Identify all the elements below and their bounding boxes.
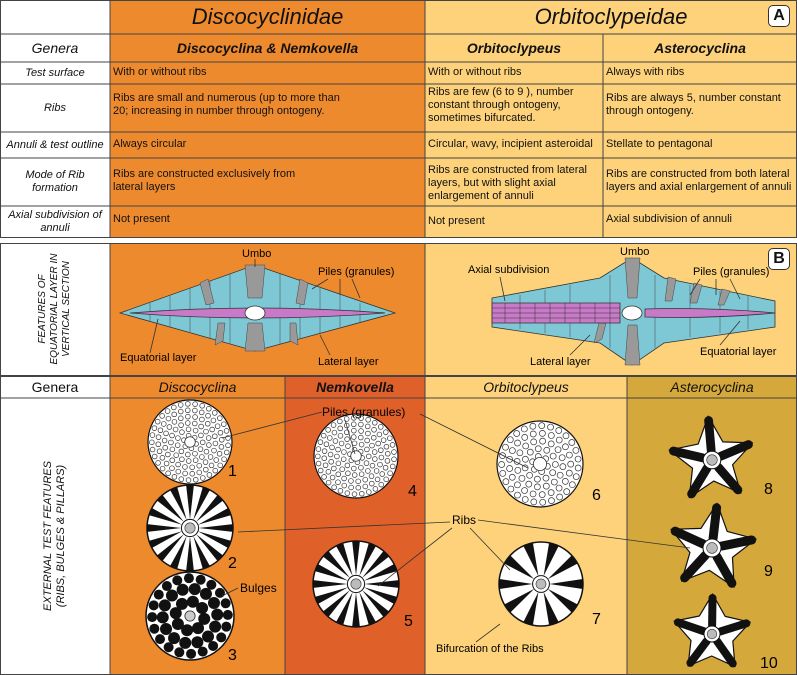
row-label-annuli: Annuli & test outline bbox=[6, 138, 104, 151]
panel-c-figures: Piles (granules) Ribs Bulges Bifurcation… bbox=[0, 376, 797, 675]
genera-label-a: Genera bbox=[31, 40, 79, 56]
fig-number-2: 2 bbox=[228, 555, 237, 572]
fig-1-discocyclina-piles bbox=[147, 399, 233, 485]
fig-number-4: 4 bbox=[408, 483, 417, 500]
cell-test-surface-disco: With or without ribs bbox=[113, 66, 207, 78]
cell-mode-orbito: Ribs are constructed from lateral layers… bbox=[428, 164, 587, 202]
label-col-bg bbox=[0, 0, 110, 238]
discocyclina-section bbox=[118, 264, 397, 352]
orbitoclypeidae-section bbox=[491, 257, 776, 366]
label-bulges-c: Bulges bbox=[240, 581, 277, 595]
row-label-axial: Axial subdivision of annuli bbox=[8, 209, 102, 234]
label-piles-c: Piles (granules) bbox=[322, 405, 405, 419]
fig-10-asterocyclina-star bbox=[673, 593, 751, 668]
cell-ribs-orbito: Ribs are few (6 to 9 ), number constant … bbox=[428, 86, 574, 124]
fig-number-1: 1 bbox=[228, 463, 237, 480]
badge-b: B bbox=[768, 248, 790, 270]
fig-number-6: 6 bbox=[592, 487, 601, 504]
label-lateral-right: Lateral layer bbox=[530, 356, 591, 368]
cell-axial-orbito: Not present bbox=[428, 215, 485, 227]
fig-9-asterocyclina-star bbox=[670, 502, 757, 588]
row-label-mode: Mode of Rib formation bbox=[25, 169, 85, 194]
panel-b-figures: Umbo Piles (granules) Equatorial layer L… bbox=[0, 243, 797, 376]
fig-number-7: 7 bbox=[592, 611, 601, 628]
family-orbitoclypeidae: Orbitoclypeidae bbox=[534, 4, 688, 29]
fig-7-orbitoclypeus-ribs bbox=[498, 541, 584, 627]
label-piles-right: Piles (granules) bbox=[693, 266, 769, 278]
cell-ribs-astero: Ribs are always 5, number constant throu… bbox=[606, 92, 781, 117]
fig-6-orbitoclypeus-piles bbox=[496, 420, 584, 508]
label-ribs-c: Ribs bbox=[452, 513, 476, 527]
label-equatorial-left: Equatorial layer bbox=[120, 352, 197, 364]
genus-disco-nemko: Discocyclina & Nemkovella bbox=[176, 40, 359, 56]
fig-number-3: 3 bbox=[228, 647, 237, 664]
cell-mode-astero: Ribs are constructed from both lateral l… bbox=[606, 168, 792, 193]
genus-asterocyclina-a: Asterocyclina bbox=[654, 40, 746, 56]
orbito-bg bbox=[425, 0, 797, 238]
cell-axial-astero: Axial subdivision of annuli bbox=[606, 213, 732, 225]
disco-bg bbox=[110, 0, 425, 238]
fig-number-8: 8 bbox=[764, 481, 773, 498]
cell-axial-disco: Not present bbox=[113, 213, 170, 225]
fig-number-5: 5 bbox=[404, 613, 413, 630]
genus-discocyclina: Discocyclina bbox=[158, 379, 237, 395]
family-discocyclinidae: Discocyclinidae bbox=[191, 4, 344, 29]
genus-nemkovella: Nemkovella bbox=[316, 379, 394, 395]
fig-number-9: 9 bbox=[764, 563, 773, 580]
genus-asterocyclina-c: Asterocyclina bbox=[670, 379, 754, 395]
label-lateral-left: Lateral layer bbox=[318, 356, 379, 368]
fig-5-nemkovella-ribs bbox=[312, 540, 400, 628]
cell-ribs-disco: Ribs are small and numerous (up to more … bbox=[113, 92, 340, 117]
panel-a: Discocyclinidae Orbitoclypeidae A Genera… bbox=[0, 0, 797, 238]
genus-orbitoclypeus-a: Orbitoclypeus bbox=[466, 40, 562, 56]
fig-number-10: 10 bbox=[760, 655, 778, 672]
fig-4-nemkovella-piles bbox=[313, 413, 399, 499]
label-piles-left: Piles (granules) bbox=[318, 266, 394, 278]
panel-b: B FEATURES OF EQUATORIAL LAYER IN VERTIC… bbox=[0, 243, 797, 376]
cell-annuli-astero: Stellate to pentagonal bbox=[606, 138, 713, 150]
cell-mode-disco: Ribs are constructed exclusively from la… bbox=[113, 168, 296, 193]
fig-8-asterocyclina-star bbox=[668, 415, 754, 499]
label-bifurcation-c: Bifurcation of the Ribs bbox=[436, 643, 544, 655]
fig-2-discocyclina-ribs bbox=[146, 484, 234, 572]
label-axial-subdivision: Axial subdivision bbox=[468, 264, 549, 276]
badge-a: A bbox=[768, 5, 790, 27]
genera-label-c: Genera bbox=[31, 379, 79, 395]
cell-test-surface-orbito: With or without ribs bbox=[428, 66, 522, 78]
genus-orbitoclypeus-c: Orbitoclypeus bbox=[483, 379, 569, 395]
fig-3-discocyclina-bulges bbox=[145, 571, 235, 661]
cell-test-surface-astero: Always with ribs bbox=[606, 66, 685, 78]
cell-annuli-disco: Always circular bbox=[113, 138, 187, 150]
panel-c: Genera Discocyclina Nemkovella Orbitocly… bbox=[0, 376, 797, 675]
label-umbo-right: Umbo bbox=[620, 246, 649, 258]
label-equatorial-right: Equatorial layer bbox=[700, 346, 777, 358]
row-label-test-surface: Test surface bbox=[25, 66, 85, 79]
label-umbo-left: Umbo bbox=[242, 248, 271, 260]
cell-annuli-orbito: Circular, wavy, incipient asteroidal bbox=[428, 138, 593, 150]
row-label-ribs: Ribs bbox=[43, 101, 66, 114]
panel-a-grid bbox=[0, 0, 797, 238]
